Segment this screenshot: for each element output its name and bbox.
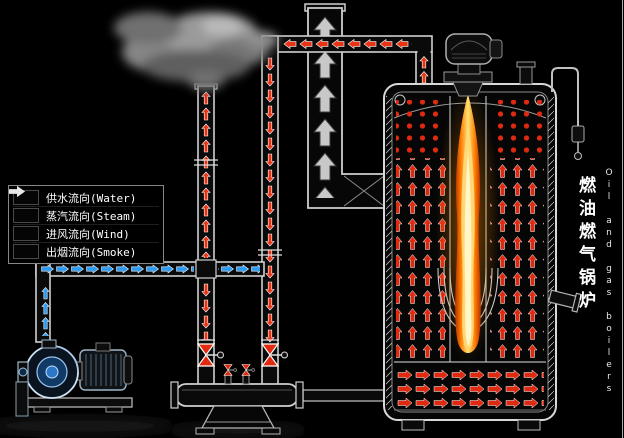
legend-label-wind: 进风流向(Wind) — [46, 227, 130, 241]
smoke-arrow-icon — [9, 186, 39, 259]
steam-header — [170, 364, 386, 435]
image-border-line — [622, 0, 623, 438]
water-right-arrows-2 — [218, 264, 260, 274]
legend-item-water: 供水流向(Water) — [9, 186, 159, 206]
water-right-arrows — [40, 264, 194, 274]
smoke-cloud — [114, 12, 278, 90]
drain-nozzle — [547, 289, 583, 313]
flow-legend: 供水流向(Water) 蒸汽流向(Steam) 进风流向(Wind) 出烟流向(… — [8, 185, 164, 264]
water-supply-pipe — [35, 259, 265, 343]
pipe-valves — [197, 339, 289, 367]
legend-label-smoke: 出烟流向(Smoke) — [46, 245, 137, 259]
boiler-title-english: Oil and gas boilers — [604, 168, 614, 396]
boiler-body — [383, 83, 557, 431]
burner-fan-unit — [443, 33, 503, 97]
feed-pump — [15, 339, 133, 417]
steam-vent-pipe — [194, 83, 218, 387]
steam-riser-arrows — [419, 55, 429, 85]
wind-arrow-icon — [9, 186, 39, 241]
steam-left-arrows — [282, 39, 412, 49]
steam-down-arrows — [265, 56, 275, 344]
header-mini-valve — [241, 364, 256, 376]
top-stub-pipe — [516, 61, 536, 85]
level-gauge — [551, 67, 585, 160]
boiler-title-chinese: 燃油燃气锅炉 — [575, 176, 595, 314]
legend-item-wind: 进风流向(Wind) — [9, 186, 159, 242]
vent-up-arrows — [201, 90, 211, 258]
smoke-chimney — [304, 3, 387, 209]
legend-item-smoke: 出烟流向(Smoke) — [9, 186, 159, 260]
flame — [436, 85, 500, 365]
header-mini-valve — [223, 364, 238, 376]
steam-arrow-icon — [9, 186, 39, 223]
water-up-arrows — [41, 286, 50, 336]
legend-label-water: 供水流向(Water) — [46, 191, 137, 205]
legend-item-steam: 蒸汽流向(Steam) — [9, 186, 159, 224]
legend-label-steam: 蒸汽流向(Steam) — [46, 209, 137, 223]
vent-down-arrows — [201, 282, 211, 340]
